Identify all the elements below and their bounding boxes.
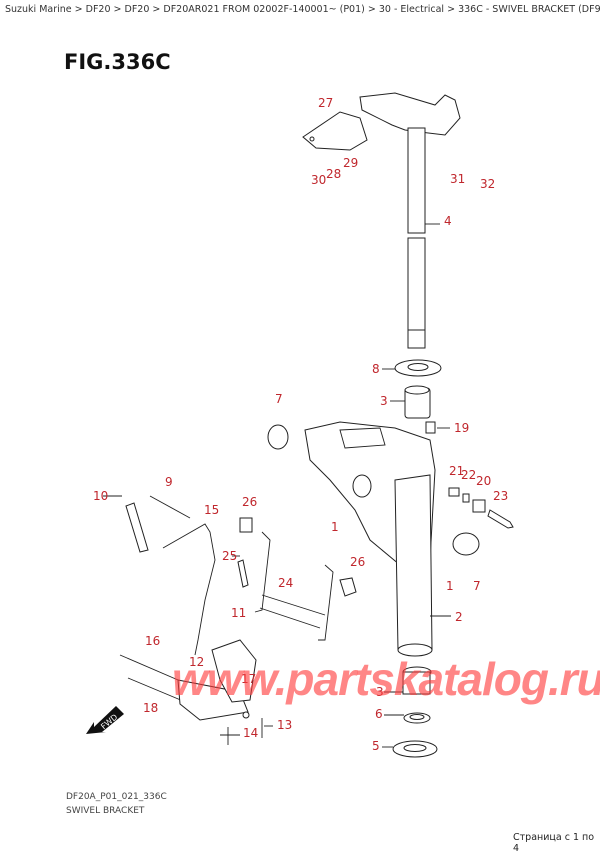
callout-11[interactable]: 11 bbox=[231, 606, 246, 620]
callout-22[interactable]: 22 bbox=[461, 468, 476, 482]
page-indicator: Страница с 1 по 4 bbox=[513, 832, 595, 854]
callout-7b[interactable]: 7 bbox=[473, 579, 481, 593]
fwd-arrow-icon: FWD bbox=[86, 706, 124, 734]
callout-16[interactable]: 16 bbox=[145, 634, 160, 648]
callout-9[interactable]: 9 bbox=[165, 475, 173, 489]
figure-name: SWIVEL BRACKET bbox=[66, 806, 145, 816]
callout-20[interactable]: 20 bbox=[476, 474, 491, 488]
callout-32[interactable]: 32 bbox=[480, 177, 495, 191]
callout-25[interactable]: 25 bbox=[222, 549, 237, 563]
watermark: www.partskatalog.ru bbox=[172, 653, 600, 705]
callout-1[interactable]: 1 bbox=[331, 520, 339, 534]
callout-6[interactable]: 6 bbox=[375, 707, 383, 721]
callout-26[interactable]: 26 bbox=[350, 555, 365, 569]
callout-23[interactable]: 23 bbox=[493, 489, 508, 503]
callout-29[interactable]: 29 bbox=[343, 156, 358, 170]
callout-4[interactable]: 4 bbox=[444, 214, 452, 228]
callout-3b[interactable]: 3 bbox=[376, 685, 384, 699]
callout-18[interactable]: 18 bbox=[143, 701, 158, 715]
callout-labels: 27 29 28 30 31 32 4 8 3 19 7 21 22 20 23… bbox=[93, 96, 508, 753]
callout-30[interactable]: 30 bbox=[311, 173, 326, 187]
callout-17[interactable]: 17 bbox=[241, 672, 256, 686]
callout-26b[interactable]: 26 bbox=[242, 495, 257, 509]
callout-8[interactable]: 8 bbox=[372, 362, 380, 376]
figure-title: FIG.336C bbox=[64, 50, 171, 74]
callout-1b[interactable]: 1 bbox=[446, 579, 454, 593]
callout-28[interactable]: 28 bbox=[326, 167, 341, 181]
figure-code: DF20A_P01_021_336C bbox=[66, 792, 167, 802]
callout-24[interactable]: 24 bbox=[278, 576, 293, 590]
callout-13[interactable]: 13 bbox=[277, 718, 292, 732]
callout-2[interactable]: 2 bbox=[455, 610, 463, 624]
callout-3[interactable]: 3 bbox=[380, 394, 388, 408]
breadcrumb[interactable]: Suzuki Marine > DF20 > DF20 > DF20AR021 … bbox=[5, 4, 600, 15]
callout-27[interactable]: 27 bbox=[318, 96, 333, 110]
swivel-bracket-body bbox=[304, 421, 436, 657]
callout-31[interactable]: 31 bbox=[450, 172, 465, 186]
callout-21[interactable]: 21 bbox=[449, 464, 464, 478]
top-bracket-part bbox=[302, 92, 461, 151]
callout-19[interactable]: 19 bbox=[454, 421, 469, 435]
callout-10[interactable]: 10 bbox=[93, 489, 108, 503]
callout-5[interactable]: 5 bbox=[372, 739, 380, 753]
callout-12[interactable]: 12 bbox=[189, 655, 204, 669]
callout-14[interactable]: 14 bbox=[243, 726, 258, 740]
callout-15[interactable]: 15 bbox=[204, 503, 219, 517]
callout-7[interactable]: 7 bbox=[275, 392, 283, 406]
